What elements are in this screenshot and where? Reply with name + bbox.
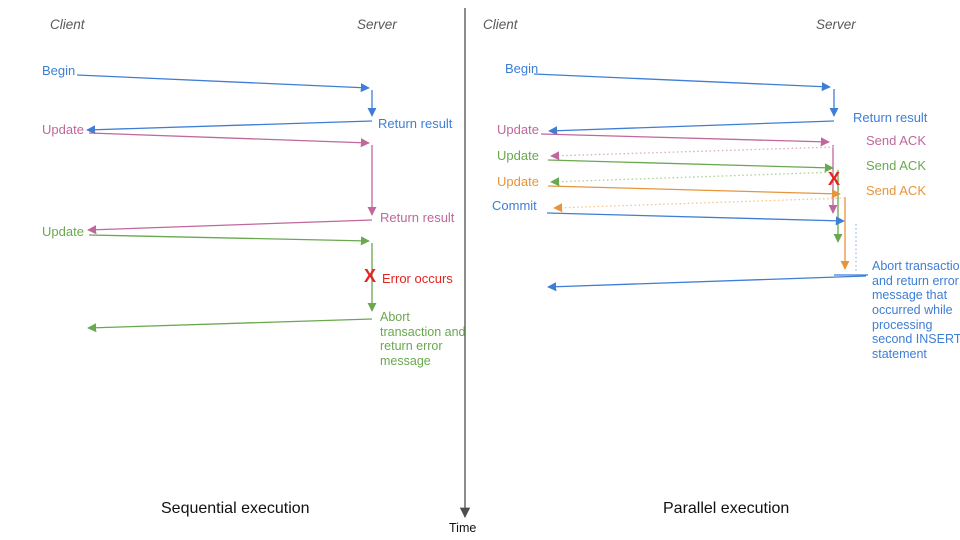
left-return-result-2-label: Return result bbox=[380, 210, 455, 225]
right-return-result-label: Return result bbox=[853, 110, 928, 125]
left-begin-request-line bbox=[76, 74, 370, 93]
right-ack2-dotted-line bbox=[550, 171, 839, 187]
left-client-label: Client bbox=[50, 17, 85, 32]
right-begin-request-line bbox=[533, 73, 831, 92]
right-abort-response-line bbox=[547, 275, 867, 292]
right-update2-request-line bbox=[547, 159, 834, 173]
right-update-2-label: Update bbox=[497, 148, 539, 163]
right-error-x-icon: X bbox=[828, 169, 841, 189]
right-commit-label: Commit bbox=[492, 198, 537, 213]
right-client-label: Client bbox=[483, 17, 518, 32]
right-ack-3-label: Send ACK bbox=[866, 183, 926, 198]
right-commit-request-line bbox=[546, 212, 845, 226]
right-abort-message: Abort transaction and return error messa… bbox=[872, 259, 960, 361]
left-begin-label: Begin bbox=[42, 63, 76, 78]
left-error-x-icon: X bbox=[364, 266, 377, 286]
right-caption: Parallel execution bbox=[663, 500, 790, 517]
right-update1-request-line bbox=[540, 133, 830, 147]
right-ack-2-label: Send ACK bbox=[866, 158, 926, 173]
left-diagram-arrows bbox=[76, 74, 377, 333]
left-update-2-label: Update bbox=[42, 224, 84, 239]
right-ack1-dotted-line bbox=[550, 146, 835, 161]
left-update1-request-line bbox=[88, 132, 370, 148]
right-diagram-arrows bbox=[533, 73, 868, 292]
left-update1-response-line bbox=[87, 219, 373, 235]
left-server-label: Server bbox=[357, 17, 397, 32]
left-caption: Sequential execution bbox=[161, 500, 310, 517]
right-update-1-label: Update bbox=[497, 122, 539, 137]
left-update-1-label: Update bbox=[42, 122, 84, 137]
right-update-3-label: Update bbox=[497, 174, 539, 189]
left-begin-response-line bbox=[86, 120, 373, 135]
right-ack3-dotted-line bbox=[553, 197, 846, 213]
right-update3-request-line bbox=[547, 185, 841, 199]
left-return-result-1-label: Return result bbox=[378, 116, 453, 131]
left-abort-message: Abort transaction and return error messa… bbox=[380, 310, 466, 368]
left-update2-request-line bbox=[88, 234, 370, 246]
right-server-label: Server bbox=[816, 17, 856, 32]
time-axis-label: Time bbox=[449, 521, 477, 535]
right-ack-1-label: Send ACK bbox=[866, 133, 926, 148]
left-error-label: Error occurs bbox=[382, 271, 453, 286]
left-abort-response-line bbox=[87, 318, 373, 333]
right-begin-label: Begin bbox=[505, 61, 539, 76]
right-begin-response-line bbox=[548, 120, 835, 136]
